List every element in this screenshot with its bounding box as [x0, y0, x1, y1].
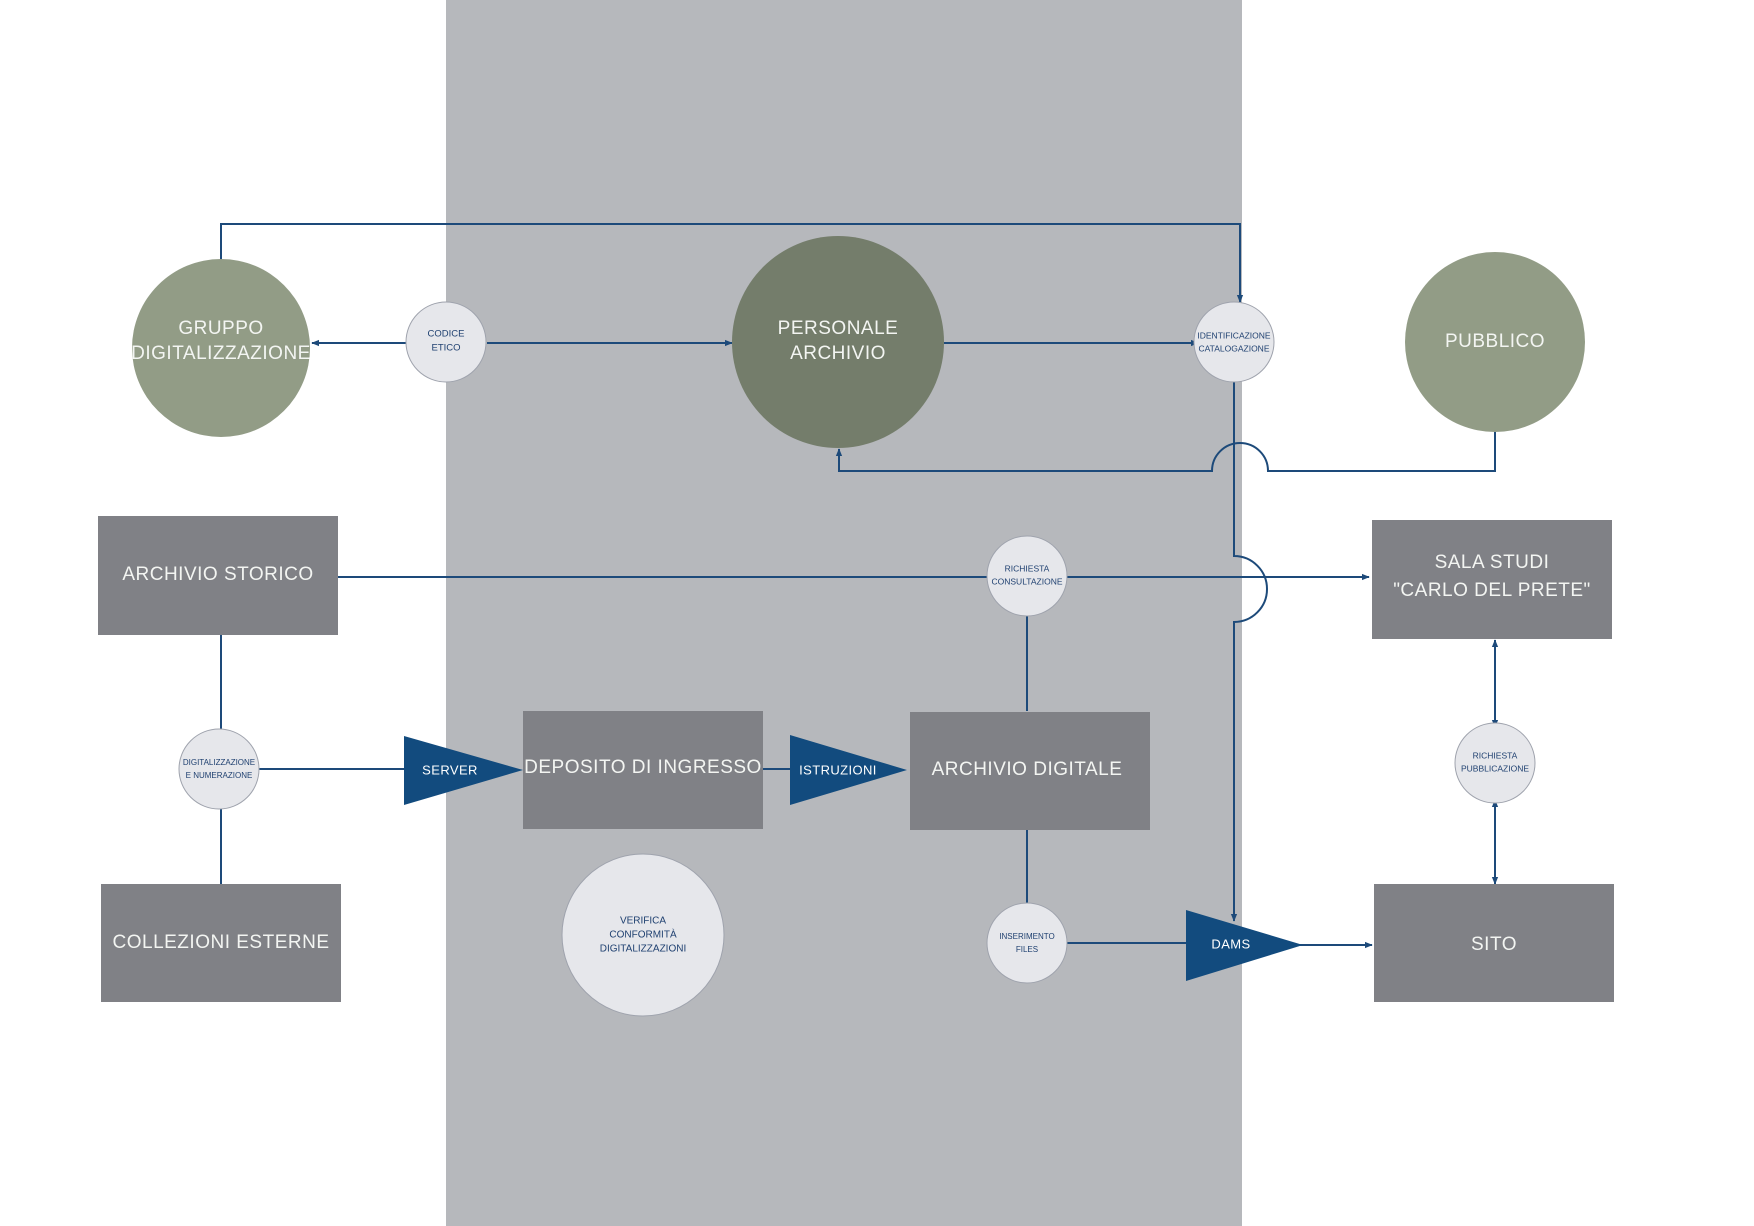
step-label-line: IDENTIFICAZIONE: [1197, 330, 1271, 340]
archivio-storico-box: ARCHIVIO STORICO: [98, 516, 338, 635]
server-connector: SERVER: [404, 736, 523, 805]
step-label-line: RICHIESTA: [1005, 563, 1050, 573]
step-label-line: CODICE: [428, 329, 465, 340]
step-label-line: DIGITALIZZAZIONI: [600, 944, 686, 955]
node-label-line: SITO: [1471, 934, 1517, 955]
inserimento-files-step: INSERIMENTO FILES: [986, 902, 1068, 984]
node-label-line: GRUPPO: [178, 318, 263, 339]
line-gruppo-to-identificazione: [220, 223, 1244, 303]
step-label-line: ETICO: [431, 343, 460, 354]
connector-label: SERVER: [422, 762, 478, 777]
node-label-line: COLLEZIONI ESTERNE: [113, 932, 330, 953]
richiesta-consultazione-step: RICHIESTA CONSULTAZIONE: [986, 535, 1068, 617]
step-label-line: VERIFICA: [620, 916, 666, 927]
central-band: [446, 0, 1242, 1226]
node-label-line: "CARLO DEL PRETE": [1393, 580, 1591, 601]
line-pubblico-to-personale: [835, 432, 1496, 472]
deposito-di-ingresso-box: DEPOSITO DI INGRESSO: [523, 711, 763, 829]
identificazione-catalogazione-step: IDENTIFICAZIONE CATALOGAZIONE: [1193, 301, 1275, 383]
step-label-line: INSERIMENTO: [999, 932, 1054, 941]
digitalizzazione-numerazione-step: DIGITALIZZAZIONE E NUMERAZIONE: [178, 728, 260, 810]
node-label-line: SALA STUDI: [1435, 552, 1550, 573]
node-label-line: ARCHIVIO DIGITALE: [932, 759, 1123, 780]
node-label-line: DEPOSITO DI INGRESSO: [524, 757, 762, 778]
step-label-line: RICHIESTA: [1473, 750, 1518, 760]
gruppo-digitalizzazione-node: GRUPPO DIGITALIZZAZIONE: [131, 259, 311, 437]
personale-archivio-node: PERSONALE ARCHIVIO: [732, 236, 944, 448]
line-identificazione-to-dams: [1230, 382, 1268, 922]
step-label-line: CATALOGAZIONE: [1198, 343, 1269, 353]
connector-label: DAMS: [1211, 936, 1250, 951]
node-label-line: PERSONALE: [778, 318, 899, 339]
step-label-line: PUBBLICAZIONE: [1461, 763, 1529, 773]
pubblico-node: PUBBLICO: [1405, 252, 1585, 432]
node-label-line: DIGITALIZZAZIONE: [131, 343, 311, 364]
step-label-line: CONFORMITÀ: [609, 928, 677, 941]
connector-lines: [220, 223, 1499, 949]
sala-studi-box: SALA STUDI "CARLO DEL PRETE": [1372, 520, 1612, 639]
step-label-line: FILES: [1016, 945, 1038, 954]
node-label-line: ARCHIVIO: [790, 343, 886, 364]
codice-etico-step: CODICE ETICO: [405, 301, 487, 383]
archivio-digitale-box: ARCHIVIO DIGITALE: [910, 712, 1150, 830]
sito-box: SITO: [1374, 884, 1614, 1002]
richiesta-pubblicazione-step: RICHIESTA PUBBLICAZIONE: [1454, 722, 1536, 804]
collezioni-esterne-box: COLLEZIONI ESTERNE: [101, 884, 341, 1002]
step-label-line: CONSULTAZIONE: [992, 576, 1063, 586]
node-label-line: ARCHIVIO STORICO: [122, 564, 313, 585]
dams-connector: DAMS: [1186, 910, 1303, 981]
step-label-line: DIGITALIZZAZIONE: [183, 758, 255, 767]
verifica-conformita-step: VERIFICA CONFORMITÀ DIGITALIZZAZIONI: [561, 853, 725, 1017]
istruzioni-connector: ISTRUZIONI: [790, 735, 907, 805]
connector-label: ISTRUZIONI: [799, 762, 877, 777]
step-label-line: E NUMERAZIONE: [186, 771, 253, 780]
node-label-line: PUBBLICO: [1445, 331, 1545, 352]
